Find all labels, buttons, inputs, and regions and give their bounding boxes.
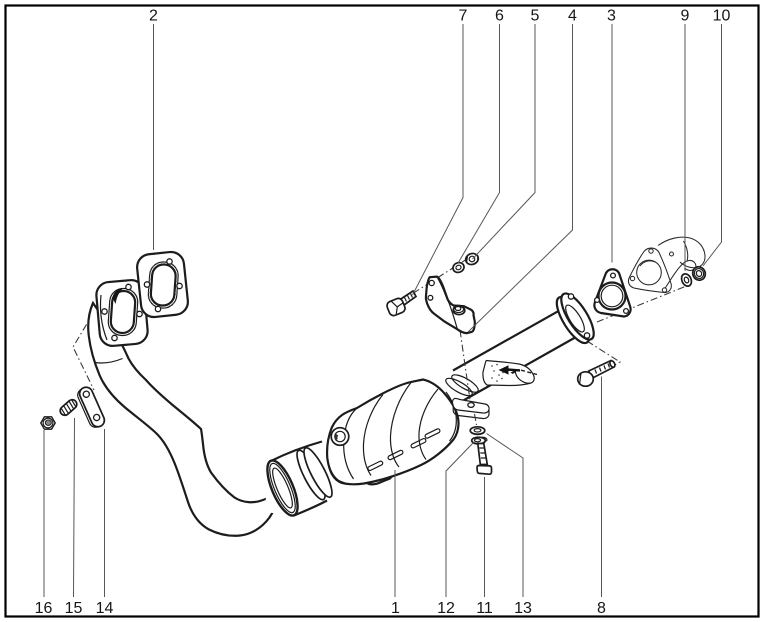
svg-text:7: 7 (459, 8, 468, 25)
svg-text:4: 4 (568, 8, 577, 25)
svg-text:10: 10 (713, 8, 731, 25)
svg-text:13: 13 (514, 600, 532, 617)
svg-text:16: 16 (35, 600, 53, 617)
svg-text:6: 6 (495, 8, 504, 25)
svg-text:9: 9 (681, 8, 690, 25)
svg-text:14: 14 (96, 600, 114, 617)
svg-text:5: 5 (531, 8, 540, 25)
svg-text:3: 3 (607, 8, 616, 25)
svg-text:15: 15 (65, 600, 83, 617)
svg-text:11: 11 (476, 600, 493, 617)
svg-text:12: 12 (437, 600, 455, 617)
svg-text:8: 8 (597, 600, 606, 617)
svg-text:2: 2 (149, 8, 158, 25)
svg-text:1: 1 (391, 600, 400, 617)
